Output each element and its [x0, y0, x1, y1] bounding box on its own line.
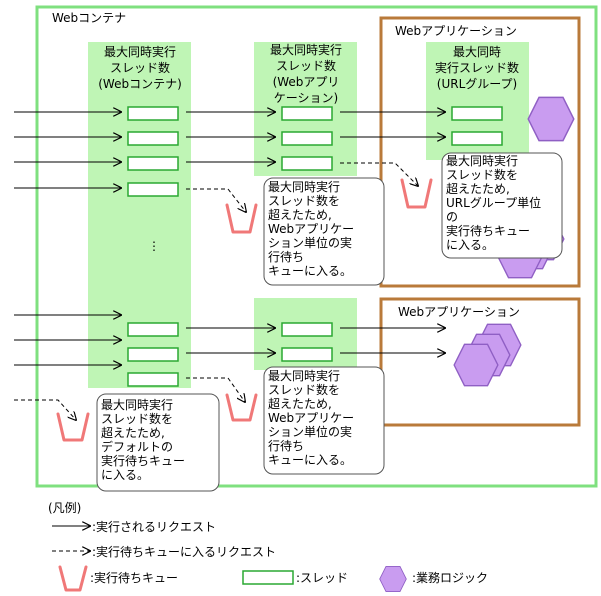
- thread: [281, 322, 333, 337]
- svg-text:最大同時実行: 最大同時実行: [101, 397, 173, 412]
- queue-icon: [56, 412, 90, 442]
- legend-request-label: :実行されるリクエスト: [92, 519, 216, 534]
- svg-text:ション単位の実: ション単位の実: [268, 235, 352, 250]
- svg-text:超えたため,: 超えたため,: [101, 425, 165, 440]
- callout-url-group: 最大同時実行 スレッド数を 超えたため, URLグループ単位 の 実行待ちキュー…: [441, 152, 563, 259]
- webapp-title-1: Webアプリケーション: [395, 24, 517, 38]
- svg-text:Webアプリケー: Webアプリケー: [268, 222, 354, 236]
- queue-icon: [225, 393, 258, 422]
- business-logic-icon: [453, 343, 499, 387]
- legend-business-logic-label: :業務ロジック: [412, 571, 488, 585]
- svg-text:(Webアプリ: (Webアプリ: [273, 75, 340, 89]
- webapp-title-2: Webアプリケーション: [398, 305, 520, 319]
- legend-waiting-label: :実行待ちキューに入るリクエスト: [92, 544, 276, 559]
- svg-text:スレッド数を: スレッド数を: [268, 382, 340, 397]
- svg-text:スレッド数を: スレッド数を: [446, 167, 518, 182]
- svg-text:URLグループ単位: URLグループ単位: [446, 195, 541, 210]
- svg-text:最大同時実行: 最大同時実行: [104, 44, 176, 59]
- thread: [127, 131, 179, 146]
- legend-thread-label: :スレッド: [296, 571, 348, 585]
- ellipsis: ⋮: [148, 239, 160, 253]
- legend-queue-icon: [58, 565, 88, 592]
- svg-text:(URLグループ): (URLグループ): [437, 77, 517, 91]
- svg-text:超えたため,: 超えたため,: [446, 181, 510, 196]
- thread: [451, 106, 503, 121]
- legend-queue-label: :実行待ちキュー: [90, 570, 178, 585]
- svg-text:ション単位の実: ション単位の実: [268, 424, 352, 439]
- waiting-arrow: [186, 188, 246, 212]
- legend-thread-icon: [242, 570, 294, 585]
- svg-text:超えたため,: 超えたため,: [268, 207, 332, 222]
- legend: (凡例) :実行されるリクエスト :実行待ちキューに入るリクエスト :実行待ちキ…: [48, 501, 488, 593]
- business-logic-icon: [527, 96, 575, 142]
- waiting-arrow: [14, 399, 76, 420]
- webapp-box-1: [379, 16, 581, 288]
- svg-text:最大同時: 最大同時: [453, 45, 501, 59]
- legend-business-logic-icon: [379, 565, 407, 593]
- svg-text:Webアプリケー: Webアプリケー: [268, 411, 354, 425]
- legend-title: (凡例): [48, 501, 81, 515]
- web-container-title: Webコンテナ: [52, 11, 126, 25]
- svg-text:の: の: [446, 210, 458, 224]
- svg-text:最大同時実行: 最大同時実行: [270, 42, 342, 57]
- svg-text:スレッド数を: スレッド数を: [101, 411, 173, 426]
- thread: [451, 131, 503, 146]
- callout-webapp-2: 最大同時実行 スレッド数を 超えたため, Webアプリケー ション単位の実 行待…: [263, 366, 385, 475]
- svg-text:実行待ちキュー: 実行待ちキュー: [446, 223, 530, 238]
- queue-icon: [225, 203, 258, 234]
- svg-text:超えたため,: 超えたため,: [268, 396, 332, 411]
- thread: [127, 347, 179, 362]
- svg-text:実行スレッド数: 実行スレッド数: [435, 60, 519, 75]
- svg-text:スレッド数: スレッド数: [110, 60, 170, 75]
- svg-text:最大同時実行: 最大同時実行: [268, 368, 340, 383]
- svg-text:キューに入る。: キューに入る。: [268, 453, 352, 467]
- svg-text:行待ち: 行待ち: [268, 439, 304, 453]
- thread: [281, 131, 333, 146]
- webapp-box-2: [379, 297, 581, 427]
- callout-webapp-1: 最大同時実行 スレッド数を 超えたため, Webアプリケー ション単位の実 行待…: [263, 177, 385, 286]
- svg-text:スレッド数: スレッド数: [276, 58, 336, 73]
- svg-text:デフォルトの: デフォルトの: [101, 439, 173, 454]
- svg-text:に入る。: に入る。: [446, 238, 494, 252]
- svg-text:キューに入る。: キューに入る。: [268, 264, 352, 278]
- web-container-box: [35, 5, 598, 488]
- svg-text:(Webコンテナ): (Webコンテナ): [98, 77, 182, 91]
- callout-default: 最大同時実行 スレッド数を 超えたため, デフォルトの 実行待ちキュー に入る。: [96, 393, 220, 492]
- svg-text:最大同時実行: 最大同時実行: [446, 153, 518, 168]
- svg-text:ケーション): ケーション): [274, 91, 338, 105]
- thread: [127, 322, 179, 337]
- svg-text:行待ち: 行待ち: [268, 250, 304, 264]
- svg-text:実行待ちキュー: 実行待ちキュー: [101, 453, 185, 468]
- container-max-threads-label: 最大同時実行 スレッド数 (Webコンテナ): [98, 44, 182, 91]
- thread: [281, 156, 333, 171]
- thread: [281, 347, 333, 362]
- queue-icon: [400, 178, 433, 209]
- thread: [281, 106, 333, 121]
- thread: [127, 372, 179, 387]
- webapp-max-threads-label: 最大同時実行 スレッド数 (Webアプリ ケーション): [270, 42, 342, 105]
- thread: [127, 106, 179, 121]
- thread: [127, 182, 179, 197]
- thread: [127, 156, 179, 171]
- url-group-max-threads-label: 最大同時 実行スレッド数 (URLグループ): [435, 45, 519, 91]
- waiting-arrow: [186, 377, 245, 402]
- svg-text:最大同時実行: 最大同時実行: [268, 179, 340, 194]
- svg-text:スレッド数を: スレッド数を: [268, 193, 340, 208]
- svg-text:に入る。: に入る。: [101, 468, 149, 482]
